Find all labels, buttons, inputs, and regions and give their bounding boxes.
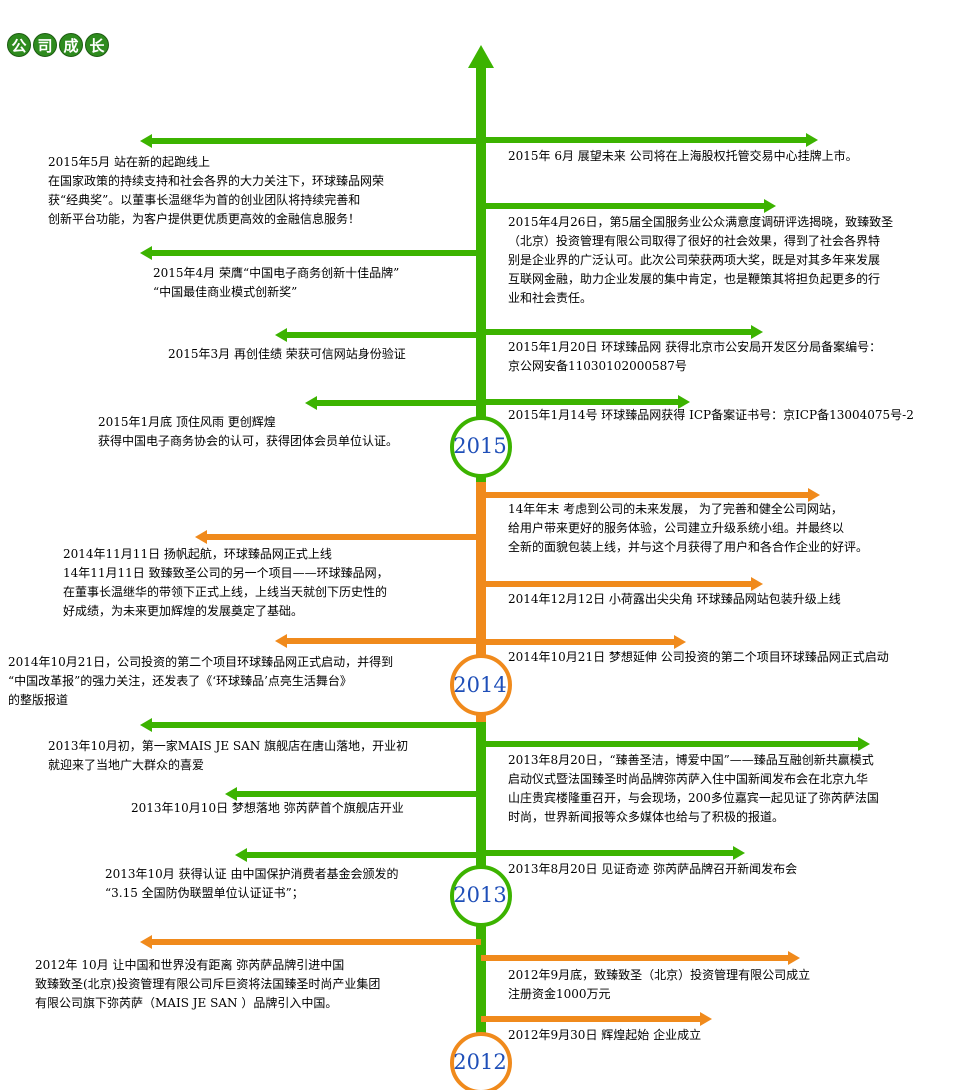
event-left: 2013年10月 获得认证 由中国保护消费者基金会颁发的 “3.15 全国防伪联…	[105, 867, 399, 900]
arrow-right-icon	[808, 488, 820, 502]
event-right: 2014年10月21日 梦想延伸 公司投资的第二个项目环球臻品网正式启动	[508, 650, 889, 664]
arrow-left-icon	[305, 396, 317, 410]
event-left: 2013年10月10日 梦想落地 弥芮萨首个旗舰店开业	[131, 801, 404, 815]
arrow-right-icon	[674, 635, 686, 649]
event-left: 2013年10月初，第一家MAIS JE SAN 旗舰店在唐山落地，开业初 就迎…	[48, 739, 409, 772]
section-title: 公 司 成 长	[7, 33, 109, 57]
arrow-up-icon	[468, 45, 494, 68]
title-char: 成	[59, 33, 83, 57]
event-right: 2015年1月20日 环球臻品网 获得北京市公安局开发区分局备案编号： 京公网安…	[508, 340, 882, 373]
arrow-right-icon	[764, 199, 776, 213]
event-right: 2013年8月20日，“臻善圣洁，博爱中国”——臻品互融创新共赢模式 启动仪式暨…	[508, 753, 879, 824]
timeline-trunk	[476, 482, 486, 722]
event-left: 2012年 10月 让中国和世界没有距离 弥芮萨品牌引进中国 致臻致圣(北京)投…	[35, 958, 381, 1010]
arrow-left-icon	[275, 634, 287, 648]
year-circle	[450, 865, 512, 927]
event-left: 2015年5月 站在新的起跑线上 在国家政策的持续支持和社会各界的大力关注下，环…	[48, 155, 385, 226]
arrow-right-icon	[806, 133, 818, 147]
title-char: 司	[33, 33, 57, 57]
event-right: 2015年4月26日，第5届全国服务业公众满意度调研评选揭晓，致臻致圣 （北京）…	[508, 215, 894, 305]
event-right: 2015年 6月 展望未来 公司将在上海股权托管交易中心挂牌上市。	[508, 149, 858, 163]
arrow-right-icon	[733, 846, 745, 860]
arrow-left-icon	[235, 848, 247, 862]
event-left: 2015年3月 再创佳绩 荣获可信网站身份验证	[168, 347, 406, 361]
year-label-2012: 2012	[453, 1050, 507, 1074]
title-char: 长	[85, 33, 109, 57]
arrow-right-icon	[788, 951, 800, 965]
event-right: 2015年1月14号 环球臻品网获得 ICP备案证书号：京ICP备1300407…	[508, 408, 914, 422]
arrow-right-icon	[678, 395, 690, 409]
arrow-left-icon	[140, 718, 152, 732]
arrow-right-icon	[700, 1012, 712, 1026]
arrow-left-icon	[195, 530, 207, 544]
event-left: 2015年4月 荣膺“中国电子商务创新十佳品牌” “中国最佳商业模式创新奖”	[153, 266, 400, 299]
arrow-left-icon	[275, 328, 287, 342]
event-left: 2014年11月11日 扬帆起航，环球臻品网正式上线 14年11月11日 致臻致…	[63, 547, 389, 618]
arrow-left-icon	[140, 935, 152, 949]
arrow-left-icon	[225, 787, 237, 801]
year-circle	[450, 654, 512, 716]
title-char: 公	[7, 33, 31, 57]
timeline-trunk	[476, 62, 486, 482]
arrow-right-icon	[751, 577, 763, 591]
year-label-2015: 2015	[453, 434, 507, 458]
event-right: 2012年9月30日 辉煌起始 企业成立	[508, 1028, 702, 1042]
event-right: 14年年末 考虑到公司的未来发展， 为了完善和健全公司网站， 给用户带来更好的服…	[508, 502, 869, 554]
year-circle	[450, 1032, 512, 1090]
arrow-right-icon	[858, 737, 870, 751]
event-right: 2013年8月20日 见证奇迹 弥芮萨品牌召开新闻发布会	[508, 862, 798, 876]
event-left: 2015年1月底 顶住风雨 更创辉煌 获得中国电子商务协会的认可，获得团体会员单…	[98, 415, 399, 448]
year-circle	[450, 416, 512, 478]
event-right: 2014年12月12日 小荷露出尖尖角 环球臻品网站包装升级上线	[508, 592, 841, 606]
arrow-right-icon	[751, 325, 763, 339]
year-label-2013: 2013	[453, 883, 507, 907]
event-left: 2014年10月21日，公司投资的第二个项目环球臻品网正式启动，并得到 “中国改…	[8, 655, 394, 707]
arrow-left-icon	[140, 246, 152, 260]
event-right: 2012年9月底，致臻致圣（北京）投资管理有限公司成立 注册资金1000万元	[508, 968, 811, 1001]
arrow-left-icon	[140, 134, 152, 148]
year-label-2014: 2014	[453, 673, 507, 697]
